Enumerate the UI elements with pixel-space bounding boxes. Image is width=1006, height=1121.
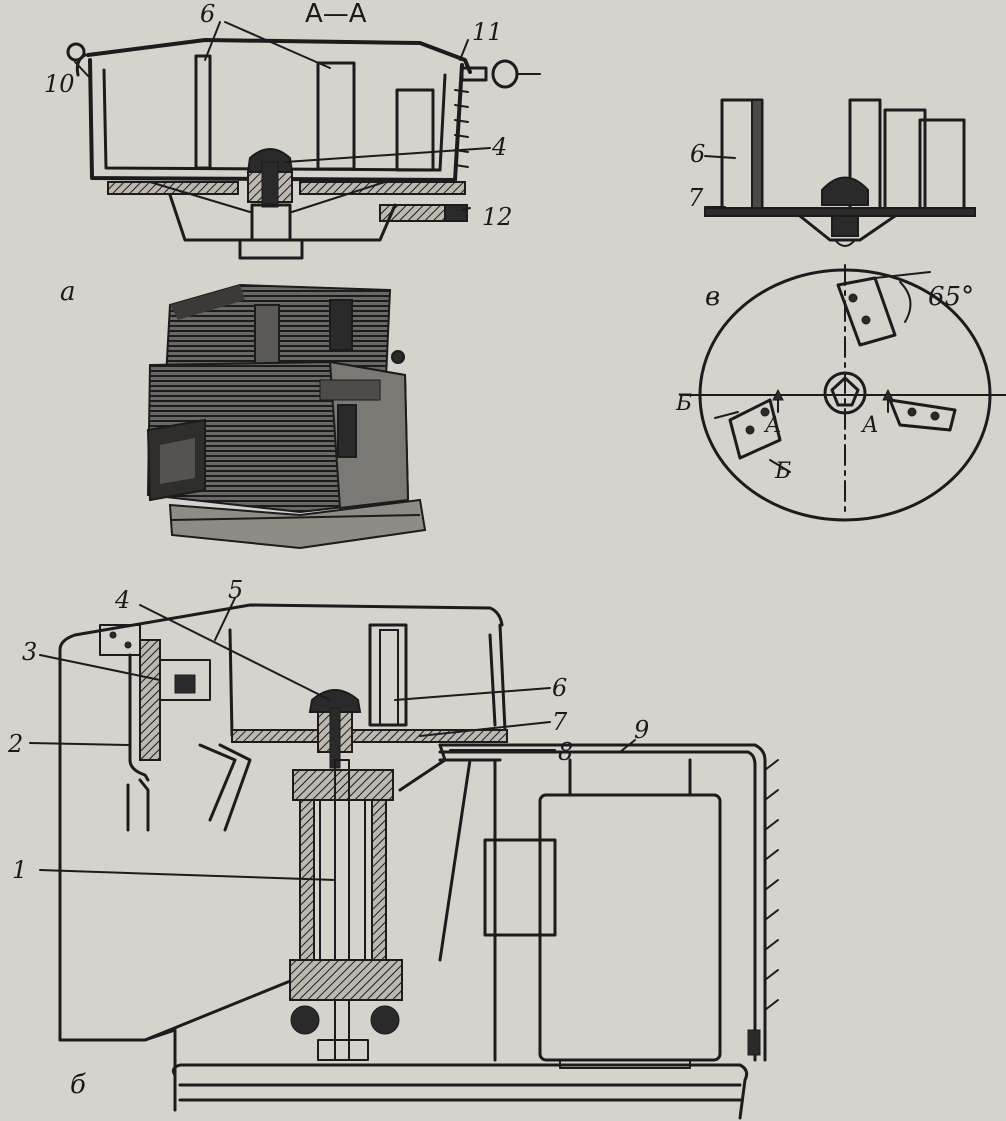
view-a-section bbox=[66, 21, 541, 260]
angle-label: 65° bbox=[928, 282, 974, 312]
view-label-b: б bbox=[70, 1070, 86, 1100]
disk-plan-view bbox=[679, 264, 1006, 522]
view-label-a: а bbox=[60, 277, 76, 307]
callout-2: 2 bbox=[7, 730, 23, 758]
callout-9: 9 bbox=[634, 716, 649, 744]
callout-1: 1 bbox=[12, 856, 27, 884]
cut-label-a-left: А bbox=[763, 413, 782, 438]
cut-label-b-left: Б bbox=[675, 391, 692, 416]
callout-8: 8 bbox=[558, 738, 573, 766]
callout-12: 12 bbox=[482, 203, 513, 231]
callout-4-a: 4 bbox=[491, 133, 507, 161]
callout-6-b: 6 bbox=[552, 674, 567, 702]
callout-3: 3 bbox=[22, 638, 37, 666]
callout-6-a: 6 bbox=[200, 0, 215, 28]
disk-side-view bbox=[704, 98, 976, 247]
callout-11: 11 bbox=[472, 18, 503, 46]
callout-5: 5 bbox=[228, 576, 243, 604]
view-b-main-section bbox=[29, 597, 779, 1120]
machine-exterior-view bbox=[146, 283, 427, 550]
section-title: А—А bbox=[305, 0, 367, 29]
cut-label-b-bottom: Б bbox=[774, 459, 791, 484]
cut-label-a-right: А bbox=[860, 413, 879, 438]
callout-10: 10 bbox=[44, 70, 75, 98]
wall-hatch bbox=[764, 759, 779, 1011]
callout-7-b: 7 bbox=[552, 708, 568, 736]
callout-6-disk: 6 bbox=[690, 140, 705, 168]
callout-7-disk: 7 bbox=[688, 184, 704, 212]
view-label-v: в bbox=[705, 282, 720, 312]
callout-4-b: 4 bbox=[114, 586, 130, 614]
